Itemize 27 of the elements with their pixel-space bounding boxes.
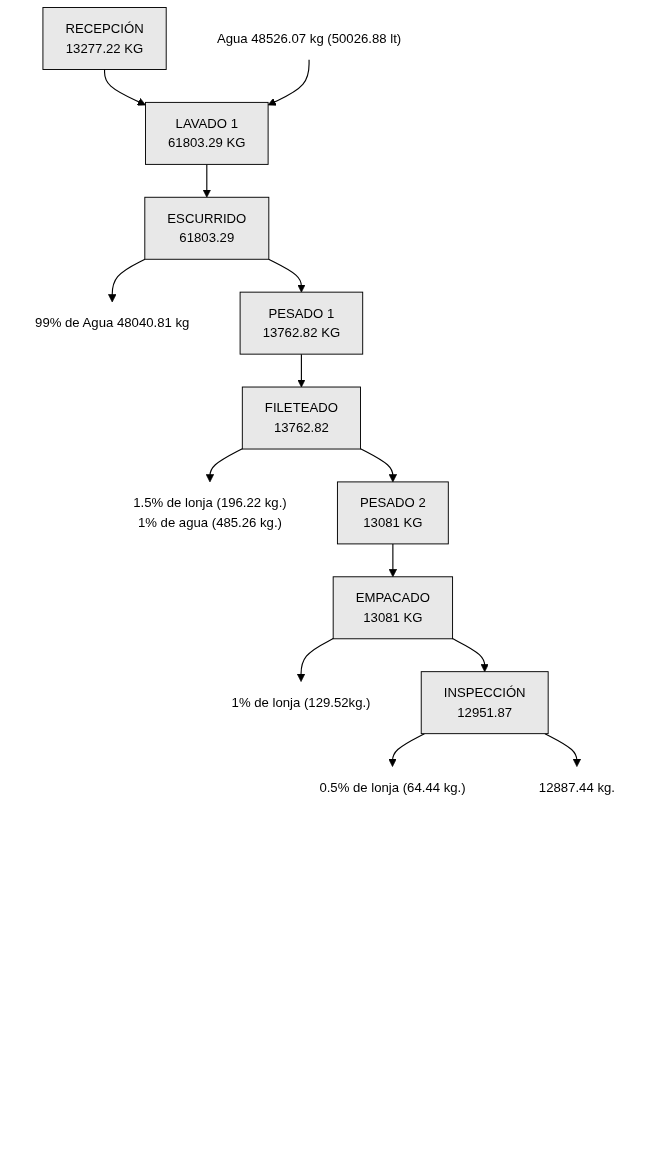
arrow [296,638,334,682]
arrow [297,353,306,388]
arrow [108,258,146,303]
node-box: FILETEADO 13762.82 [241,386,361,450]
node-text: 1.5% de lonja (196.22 kg.) 1% de agua (485.26 kg.) [133,495,287,530]
node-box: ESCURRIDO 61803.29 [144,196,270,260]
node-text: 12887.44 kg. [538,779,615,795]
node-text: 1% de lonja (129.52kg.) [231,694,371,710]
node-text: 0.5% de lonja (64.44 kg.) [319,779,466,795]
arrow [388,543,397,578]
arrow [267,59,310,106]
arrow [205,448,243,483]
arrow [544,733,582,767]
arrow [359,448,397,483]
arrow [388,733,425,767]
node-box: PESADO 2 13081 KG [336,481,449,545]
arrow [202,163,211,198]
arrow [268,258,306,293]
node-text: Agua 48526.07 kg (50026.88 lt) [216,30,402,46]
node-box: EMPACADO 13081 KG [332,576,454,640]
arrow [104,68,146,106]
node-box: PESADO 1 13762.82 KG [239,291,364,355]
node-text: 99% de Agua 48040.81 kg [35,315,190,331]
node-box: INSPECCIÓN 12951.87 [420,671,549,735]
arrow [452,638,489,673]
node-box: LAVADO 1 61803.29 KG [145,101,269,165]
node-box: RECEPCIÓN 13277.22 KG [42,7,167,70]
